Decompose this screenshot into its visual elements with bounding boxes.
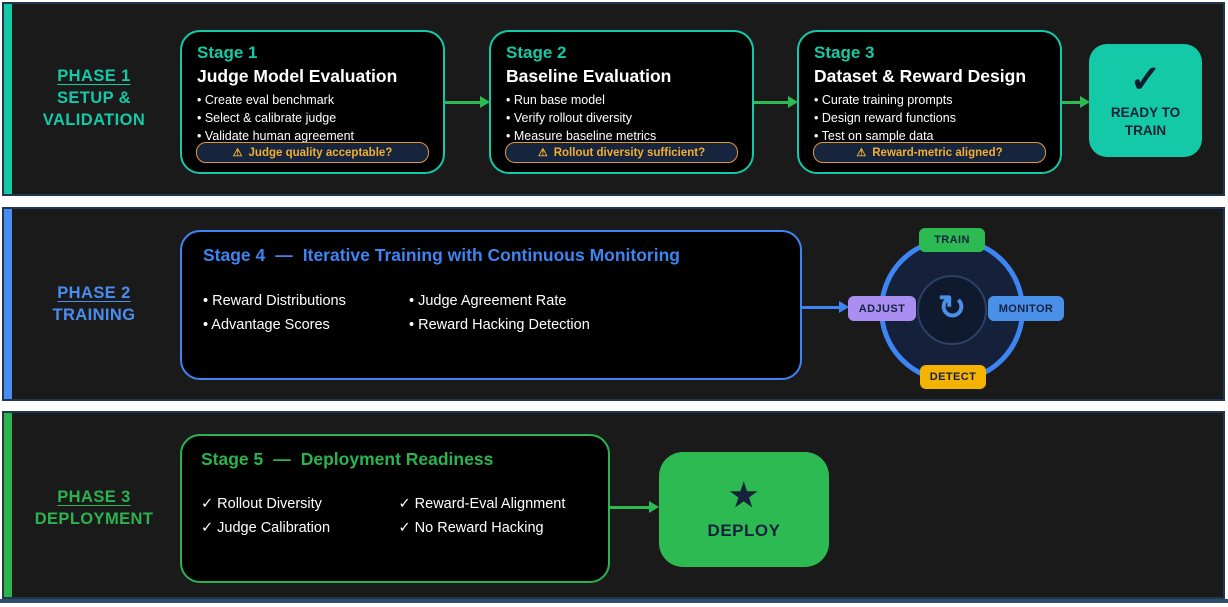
list-item: • Validate human agreement: [197, 129, 355, 144]
stage4-metrics-col1: • Reward Distributions • Advantage Score…: [203, 290, 409, 338]
ready-line1: READY TO: [1110, 104, 1181, 120]
stage1-card: Stage 1 Judge Model Evaluation • Create …: [180, 30, 445, 174]
list-item: • Reward Distributions: [203, 293, 346, 309]
phase1-label-title: PHASE 1: [57, 67, 131, 85]
stage5-title: Stage 5 — Deployment Readiness: [201, 449, 589, 470]
arrow-stage5-deploy: [608, 501, 659, 513]
stage5-checks-col2: ✓ Reward-Eval Alignment ✓ No Reward Hack…: [399, 493, 599, 541]
list-item: • Test on sample data: [814, 129, 934, 144]
list-item: ✓ Rollout Diversity: [201, 496, 322, 512]
list-item: • Judge Agreement Rate: [409, 293, 567, 309]
stage1-bullets: • Create eval benchmark • Select & calib…: [197, 91, 428, 145]
list-item: ✓ Reward-Eval Alignment: [398, 496, 566, 512]
stage2-gate-text: Rollout diversity sufficient?: [553, 146, 706, 159]
bottom-divider: [0, 599, 1228, 603]
stage5-checklist: ✓ Rollout Diversity ✓ Judge Calibration …: [201, 493, 598, 541]
phase3-label-sub1: DEPLOYMENT: [34, 509, 154, 528]
stage4-kicker: Stage 4: [203, 245, 266, 265]
stage2-title: Baseline Evaluation: [506, 66, 672, 86]
phase1-band: PHASE 1 SETUP & VALIDATION Stage 1 Judge…: [2, 2, 1225, 196]
deploy-tile: ★ DEPLOY: [659, 452, 829, 567]
stage3-card: Stage 3 Dataset & Reward Design • Curate…: [797, 30, 1062, 174]
list-item: • Run base model: [506, 93, 605, 107]
list-item: • Verify rollout diversity: [506, 111, 632, 126]
phase2-label-sub1: TRAINING: [52, 305, 136, 324]
warning-icon: ⚠: [856, 147, 867, 159]
ready-to-train-tile: ✓ READY TO TRAIN: [1089, 44, 1202, 157]
warning-icon: ⚠: [537, 147, 548, 159]
list-item: • Design reward functions: [814, 111, 956, 126]
stage4-card: Stage 4 — Iterative Training with Continuo…: [180, 230, 802, 380]
phase2-label-title: PHASE 2: [57, 284, 131, 302]
loop-badge-train: TRAIN: [919, 228, 985, 252]
phase3-label: PHASE 3 DEPLOYMENT: [18, 487, 170, 531]
phase1-label-sub1: SETUP &: [56, 88, 131, 107]
list-item: • Measure baseline metrics: [506, 129, 657, 144]
phase2-accent-stripe: [4, 209, 12, 399]
arrow-stage2-stage3: [754, 96, 798, 108]
phase3-band: PHASE 3 DEPLOYMENT Stage 5 — Deployment Re…: [2, 411, 1225, 599]
star-icon: ★: [729, 476, 759, 513]
loop-badge-adjust: ADJUST: [848, 296, 916, 321]
stage4-title: Stage 4 — Iterative Training with Continuo…: [203, 245, 779, 266]
stage4-metrics: • Reward Distributions • Advantage Score…: [203, 290, 784, 338]
warning-icon: ⚠: [232, 147, 243, 159]
stage2-bullets: • Run base model • Verify rollout divers…: [506, 91, 737, 145]
dash-separator: —: [275, 245, 293, 265]
stage1-gate-text: Judge quality acceptable?: [248, 146, 393, 159]
stage3-gate-text: Reward-metric aligned?: [872, 146, 1003, 159]
stage1-kicker: Stage 1: [197, 43, 258, 62]
loop-badge-monitor: MONITOR: [988, 296, 1064, 321]
stage3-kicker: Stage 3: [814, 43, 875, 62]
deploy-label: DEPLOY: [707, 520, 781, 540]
list-item: • Reward Hacking Detection: [409, 316, 590, 333]
check-icon: ✓: [1129, 58, 1162, 101]
loop-badge-detect: DETECT: [920, 365, 986, 389]
arrow-stage4-loop: [802, 301, 849, 313]
list-item: • Curate training prompts: [814, 93, 953, 107]
phase2-label: PHASE 2 TRAINING: [18, 283, 170, 327]
list-item: • Create eval benchmark: [197, 93, 335, 107]
phase1-label-sub2: VALIDATION: [42, 110, 146, 129]
phase3-accent-stripe: [4, 413, 12, 597]
phase1-label: PHASE 1 SETUP & VALIDATION: [18, 66, 170, 131]
stage4-metrics-col2: • Judge Agreement Rate • Reward Hacking …: [409, 290, 649, 338]
stage2-card: Stage 2 Baseline Evaluation • Run base m…: [489, 30, 754, 174]
stage5-card: Stage 5 — Deployment Readiness ✓ Rollout D…: [180, 434, 610, 583]
stage5-title-text: Deployment Readiness: [300, 449, 494, 469]
ready-line2: TRAIN: [1124, 123, 1167, 138]
stage3-title: Dataset & Reward Design: [814, 66, 1027, 86]
dash-separator: —: [273, 449, 291, 469]
cycle-icon: ↻: [937, 289, 967, 327]
stage3-bullets: • Curate training prompts • Design rewar…: [814, 91, 1045, 145]
arrow-stage1-stage2: [445, 96, 490, 108]
stage5-kicker: Stage 5: [201, 449, 264, 469]
list-item: ✓ No Reward Hacking: [398, 519, 544, 536]
phase3-label-title: PHASE 3: [57, 488, 131, 506]
arrow-stage3-ready: [1062, 96, 1090, 108]
stage4-title-text: Iterative Training with Continuous Monit…: [302, 245, 680, 265]
stage1-gate-badge: ⚠ Judge quality acceptable?: [196, 142, 429, 163]
list-item: • Advantage Scores: [203, 316, 330, 333]
stage1-title: Judge Model Evaluation: [197, 66, 398, 86]
training-loop-hub: ↻: [917, 275, 987, 345]
phase1-accent-stripe: [4, 4, 12, 194]
stage5-checks-col1: ✓ Rollout Diversity ✓ Judge Calibration: [201, 493, 399, 541]
list-item: • Select & calibrate judge: [197, 111, 337, 126]
stage3-gate-badge: ⚠ Reward-metric aligned?: [813, 142, 1046, 163]
stage2-kicker: Stage 2: [506, 43, 567, 62]
stage2-gate-badge: ⚠ Rollout diversity sufficient?: [505, 142, 738, 163]
list-item: ✓ Judge Calibration: [201, 519, 331, 536]
phase2-band: PHASE 2 TRAINING Stage 4 — Iterative Train…: [2, 207, 1225, 401]
